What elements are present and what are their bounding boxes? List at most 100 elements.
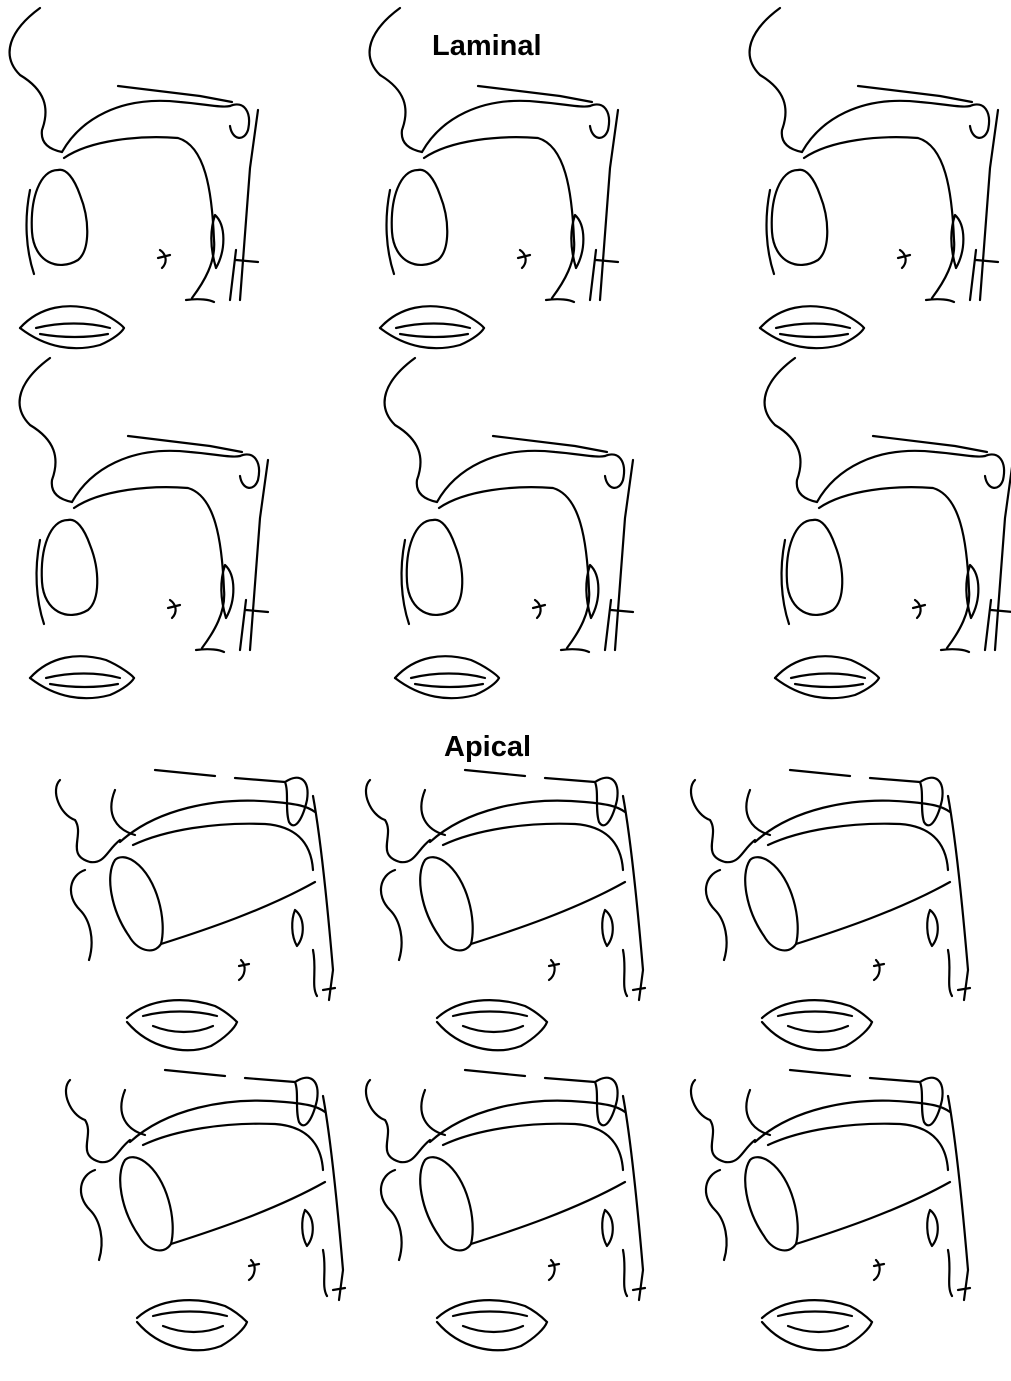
mouth-gap xyxy=(400,334,468,337)
apical-articulation-panel-6 xyxy=(680,1060,980,1370)
alveolar-ridge xyxy=(920,1078,943,1126)
alveolar-ridge xyxy=(240,454,259,487)
jaw-left xyxy=(381,870,402,960)
upper-palate xyxy=(120,801,315,842)
alveolar-ridge xyxy=(605,454,624,487)
tongue-upper xyxy=(768,1124,948,1170)
epiglottis xyxy=(292,910,303,946)
mandible-tooth xyxy=(787,520,843,615)
hyoid xyxy=(158,250,170,268)
mouth-gap xyxy=(780,334,848,337)
alveolar-ridge xyxy=(970,104,989,137)
face-profile xyxy=(10,8,62,152)
posterior-wall xyxy=(995,460,1011,650)
teeth-line xyxy=(46,674,120,679)
alveolar-ridge xyxy=(595,778,618,826)
face-profile xyxy=(366,1080,430,1162)
lower-lip xyxy=(762,1022,872,1050)
tongue-upper xyxy=(443,1124,623,1170)
posterior-wall xyxy=(948,1096,968,1300)
pharynx-roof xyxy=(493,436,607,452)
tongue-upper xyxy=(143,1124,323,1170)
upper-palate xyxy=(430,1101,625,1142)
alveolar-ridge xyxy=(295,1078,318,1126)
upper-palate xyxy=(802,101,970,152)
lower-lip xyxy=(137,1322,247,1350)
laminal-articulation-panel-4 xyxy=(10,350,280,710)
teeth-line xyxy=(453,1312,527,1317)
alveolar-ridge xyxy=(230,104,249,137)
upper-palate xyxy=(62,101,230,152)
hyoid xyxy=(239,960,249,980)
jaw-left xyxy=(71,870,92,960)
upper-lip xyxy=(30,656,134,678)
lower-teeth xyxy=(153,1026,213,1032)
tongue-tip xyxy=(110,857,163,950)
tongue-tip xyxy=(420,857,473,950)
larynx-tube xyxy=(926,250,998,302)
pharynx-roof xyxy=(128,436,242,452)
epiglottis xyxy=(602,1210,613,1246)
alveolar-ridge xyxy=(595,1078,618,1126)
larynx-tube xyxy=(186,250,258,302)
face-profile xyxy=(20,358,72,502)
pharynx-roof xyxy=(873,436,987,452)
apical-title: Apical xyxy=(444,733,531,762)
posterior-wall xyxy=(623,1096,643,1300)
teeth-line xyxy=(453,1012,527,1017)
teeth-line xyxy=(411,674,485,679)
alveolar-ridge xyxy=(285,778,308,826)
teeth-line xyxy=(396,324,470,329)
tongue-tip xyxy=(745,1157,798,1250)
face-profile xyxy=(66,1080,130,1162)
epiglottis xyxy=(602,910,613,946)
hyoid xyxy=(549,1260,559,1280)
laminal-articulation-panel-5 xyxy=(375,350,645,710)
hyoid xyxy=(168,600,180,618)
teeth-line xyxy=(153,1312,227,1317)
face-profile xyxy=(691,780,755,862)
epiglottis xyxy=(927,910,938,946)
hyoid xyxy=(533,600,545,618)
posterior-wall xyxy=(615,460,633,650)
posterior-wall xyxy=(600,110,618,300)
mandible-tooth xyxy=(32,170,88,265)
posterior-wall xyxy=(313,796,333,1000)
upper-lip xyxy=(380,306,484,328)
teeth-line xyxy=(791,674,865,679)
laminal-articulation-panel-3 xyxy=(740,0,1010,360)
posterior-wall xyxy=(948,796,968,1000)
lower-teeth xyxy=(788,1326,848,1332)
tongue-upper xyxy=(768,824,948,870)
nose-line xyxy=(111,790,135,835)
alveolar-ridge xyxy=(985,454,1004,487)
posterior-wall xyxy=(623,796,643,1000)
upper-lip xyxy=(775,656,879,678)
larynx-tube xyxy=(561,600,633,652)
upper-lip xyxy=(395,656,499,678)
lower-lip xyxy=(127,1022,237,1050)
hyoid xyxy=(249,1260,259,1280)
mandible-tooth xyxy=(392,170,448,265)
upper-palate xyxy=(437,451,605,502)
mouth-gap xyxy=(415,684,483,687)
mouth-gap xyxy=(795,684,863,687)
teeth-line xyxy=(143,1012,217,1017)
tongue-upper xyxy=(133,824,313,870)
lower-teeth xyxy=(788,1026,848,1032)
upper-palate xyxy=(422,101,590,152)
upper-palate xyxy=(130,1101,325,1142)
nose-line xyxy=(746,790,770,835)
nose-line xyxy=(746,1090,770,1135)
laminal-articulation-panel-1 xyxy=(0,0,270,360)
pharynx-roof xyxy=(858,86,972,102)
upper-lip xyxy=(20,306,124,328)
laminal-articulation-panel-6 xyxy=(755,350,1011,710)
hyoid xyxy=(874,960,884,980)
larynx-tube xyxy=(546,250,618,302)
hyoid xyxy=(913,600,925,618)
epiglottis xyxy=(302,1210,313,1246)
laminal-articulation-panel-2 xyxy=(360,0,630,360)
posterior-wall xyxy=(323,1096,343,1300)
upper-palate xyxy=(755,801,950,842)
